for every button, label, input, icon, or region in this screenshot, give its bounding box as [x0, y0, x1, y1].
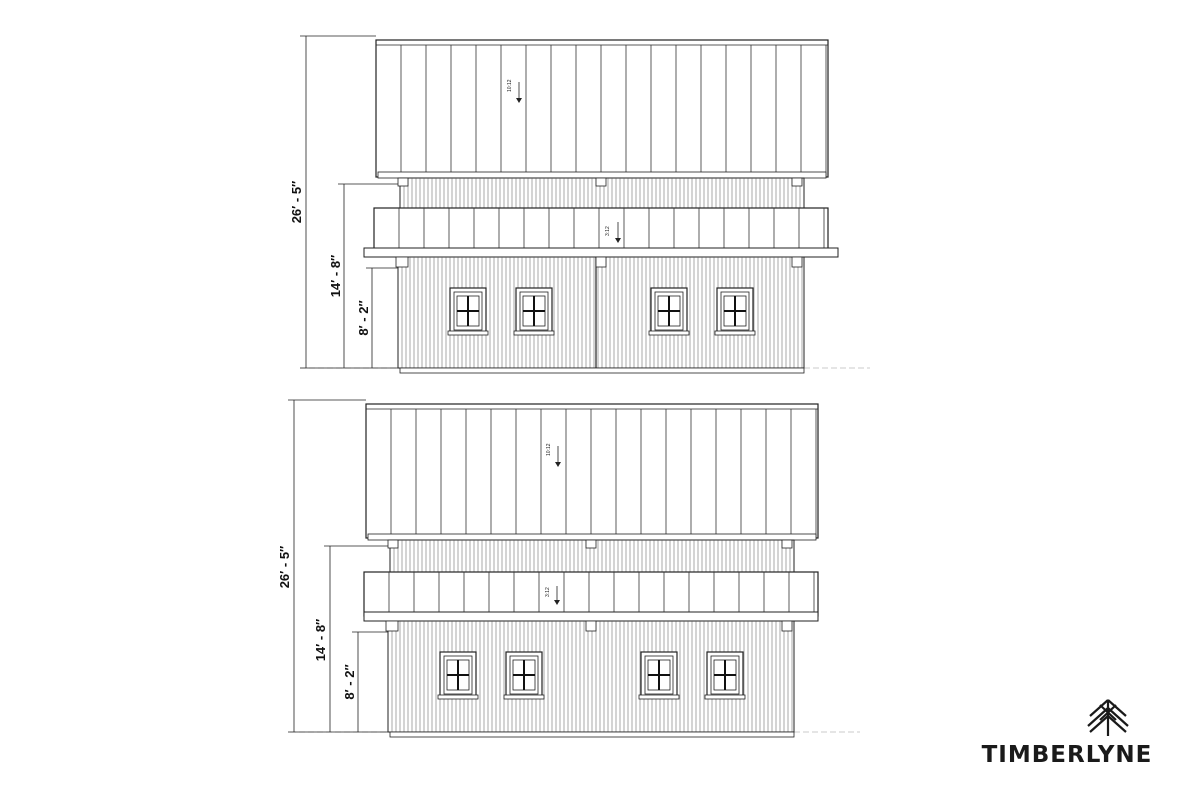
upper-elevation: 10:12 3:12 26′ - 5″ 14′ - 8″ 8′ - 2″ [289, 35, 870, 374]
dimension-label: 26′ - 5″ [289, 181, 304, 224]
window [437, 651, 479, 700]
pitch-label: 3:12 [605, 226, 611, 236]
lower-roof [363, 571, 819, 622]
brand-logo: TIMBERLYNE [982, 699, 1153, 768]
dimension-label: 14′ - 8″ [328, 255, 343, 298]
lower-elevation: 10:12 3:12 26′ - 5″ 14′ - 8″ 8′ - 2″ [277, 399, 860, 738]
pitch-label: 10:12 [507, 79, 513, 92]
window [503, 651, 545, 700]
main-roof [365, 403, 819, 541]
main-roof [375, 39, 829, 179]
window [704, 651, 746, 700]
logo-wordmark: TIMBERLYNE [982, 742, 1153, 768]
dimension-overall: 26′ - 5″ [289, 35, 398, 369]
dimension-label: 8′ - 2″ [356, 300, 371, 335]
dimension-overall: 26′ - 5″ [277, 399, 388, 733]
pitch-label: 3:12 [545, 587, 551, 597]
dimension-label: 8′ - 2″ [342, 664, 357, 699]
window [648, 287, 690, 336]
lower-wall-siding [385, 620, 795, 738]
pitch-marker-main: 10:12 [546, 443, 561, 467]
roof-panels [400, 45, 827, 177]
upper-wall-siding [387, 539, 795, 573]
window [447, 287, 489, 336]
pitch-marker-main: 10:12 [507, 79, 522, 103]
dimension-wall: 8′ - 2″ [356, 267, 398, 368]
upper-wall-siding [397, 177, 805, 209]
pitch-marker-lower: 3:12 [605, 222, 621, 243]
pitch-label: 10:12 [546, 443, 552, 456]
window [513, 287, 555, 336]
dimension-mid: 14′ - 8″ [313, 545, 388, 732]
dimension-label: 26′ - 5″ [277, 546, 292, 589]
tree-icon [1087, 699, 1129, 736]
lower-roof [363, 207, 839, 258]
window [638, 651, 680, 700]
dimension-mid: 14′ - 8″ [328, 183, 398, 368]
window [714, 287, 756, 336]
dimension-wall: 8′ - 2″ [342, 631, 388, 732]
dimension-label: 14′ - 8″ [313, 619, 328, 662]
pitch-marker-lower: 3:12 [545, 586, 560, 605]
